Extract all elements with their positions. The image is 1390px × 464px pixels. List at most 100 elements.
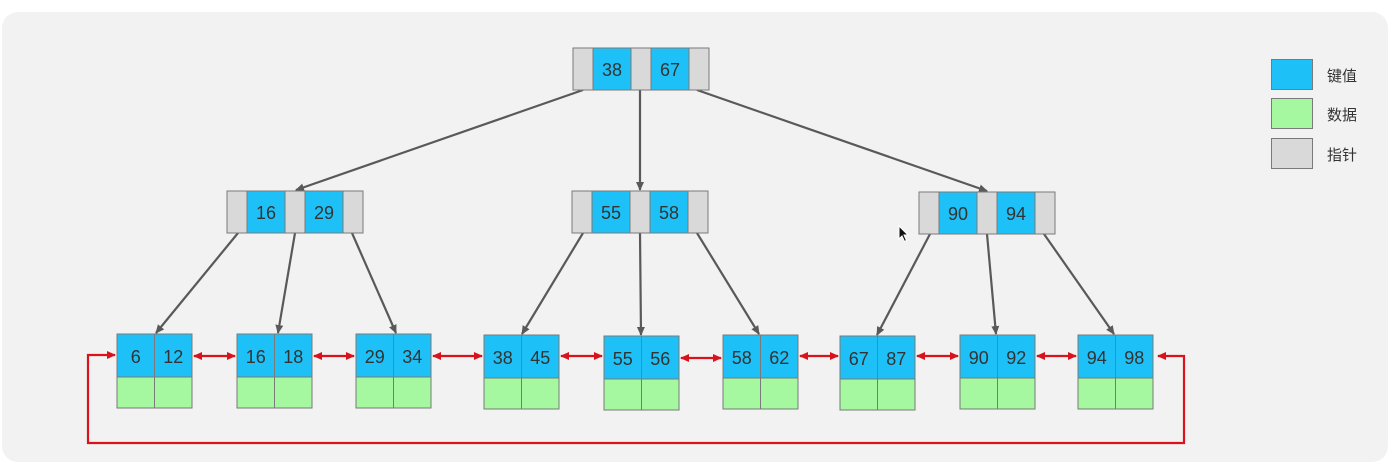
legend-label-pointer: 指针	[1327, 146, 1358, 164]
data-cell	[877, 378, 916, 411]
data-cell	[641, 378, 680, 411]
leaf-node: 58 62	[722, 334, 799, 410]
leaf-node: 67 87	[839, 335, 916, 411]
key-label: 94	[1087, 348, 1107, 368]
child-pointer-arrow	[636, 232, 645, 336]
pointer-cell	[918, 191, 940, 235]
key-label: 38	[493, 348, 513, 368]
key-label: 55	[613, 349, 633, 369]
leaf-node: 55 56	[603, 335, 680, 411]
key-label: 38	[602, 60, 622, 80]
key-label: 34	[402, 347, 422, 367]
data-cell	[236, 376, 275, 409]
key-label: 58	[659, 203, 679, 223]
legend-label-key: 键值	[1327, 67, 1358, 85]
data-cell	[722, 377, 761, 410]
child-pointer-arrow	[985, 233, 1000, 335]
child-pointer-arrow	[696, 232, 760, 335]
key-cell	[938, 191, 978, 235]
key-cell	[641, 335, 680, 380]
key-cell	[246, 190, 286, 234]
legend-item-pointer: 指针	[1271, 138, 1390, 171]
key-label: 90	[948, 204, 968, 224]
key-cell	[650, 47, 690, 91]
key-label: 56	[650, 349, 670, 369]
key-label: 18	[283, 347, 303, 367]
key-label: 62	[769, 348, 789, 368]
data-cell	[839, 378, 878, 411]
pointer-cell	[687, 190, 709, 234]
key-label: 55	[601, 203, 621, 223]
leaf-node: 6 12	[116, 333, 193, 409]
child-pointer-arrow	[696, 88, 988, 193]
internal-node: 55 58	[571, 190, 709, 234]
legend-item-data: 数据	[1271, 98, 1390, 131]
child-pointer-arrow	[155, 232, 239, 334]
key-label: 67	[849, 349, 869, 369]
key-cell	[304, 190, 344, 234]
key-cell	[997, 334, 1036, 379]
key-cell	[393, 333, 432, 378]
key-label: 87	[886, 349, 906, 369]
key-cell	[649, 190, 689, 234]
pointer-swatch-icon	[1271, 138, 1313, 169]
data-cell	[603, 378, 642, 411]
leaf-node: 29 34	[355, 333, 432, 409]
leaf-node: 94 98	[1077, 334, 1154, 410]
data-cell	[274, 376, 313, 409]
pointer-cell	[1034, 191, 1056, 235]
data-cell	[521, 377, 560, 410]
pointer-cell	[630, 47, 652, 91]
key-label: 6	[131, 347, 141, 367]
pointer-cell	[688, 47, 710, 91]
key-label: 58	[732, 348, 752, 368]
child-pointer-arrow	[521, 232, 584, 335]
key-label: 12	[163, 347, 183, 367]
data-cell	[1077, 377, 1116, 410]
key-label: 67	[660, 60, 680, 80]
pointer-cell	[571, 190, 593, 234]
data-cell	[959, 377, 998, 410]
child-pointer-arrow	[1043, 233, 1115, 335]
key-cell	[591, 190, 631, 234]
key-cell	[603, 335, 642, 380]
key-cell	[483, 334, 522, 379]
key-label: 29	[314, 203, 334, 223]
internal-node: 90 94	[918, 191, 1056, 235]
data-cell	[483, 377, 522, 410]
key-label: 29	[365, 347, 385, 367]
key-cell	[760, 334, 799, 379]
pointer-cell	[226, 190, 248, 234]
leaf-wraparound-link	[86, 351, 1186, 445]
key-cell	[236, 333, 275, 378]
pointer-cell	[342, 190, 364, 234]
data-cell	[1115, 377, 1154, 410]
key-label: 92	[1006, 348, 1026, 368]
data-cell	[760, 377, 799, 410]
key-label: 16	[246, 347, 266, 367]
key-swatch-icon	[1271, 59, 1313, 90]
root-node: 38 67	[572, 47, 710, 91]
child-pointer-arrow	[350, 232, 398, 334]
key-label: 94	[1006, 204, 1026, 224]
key-cell	[1077, 334, 1116, 379]
legend-label-data: 数据	[1327, 106, 1358, 124]
key-cell	[116, 333, 155, 378]
key-label: 98	[1124, 348, 1144, 368]
key-label: 16	[256, 203, 276, 223]
key-cell	[1115, 334, 1154, 379]
child-pointer-arrow	[295, 88, 584, 192]
key-cell	[521, 334, 560, 379]
pointer-cell	[284, 190, 306, 234]
pointer-cell	[629, 190, 651, 234]
mouse-cursor-icon	[898, 224, 910, 248]
key-cell	[722, 334, 761, 379]
data-cell	[997, 377, 1036, 410]
key-cell	[355, 333, 394, 378]
child-pointer-arrow	[876, 233, 931, 336]
data-cell	[393, 376, 432, 409]
legend-item-key: 键值	[1271, 59, 1390, 92]
